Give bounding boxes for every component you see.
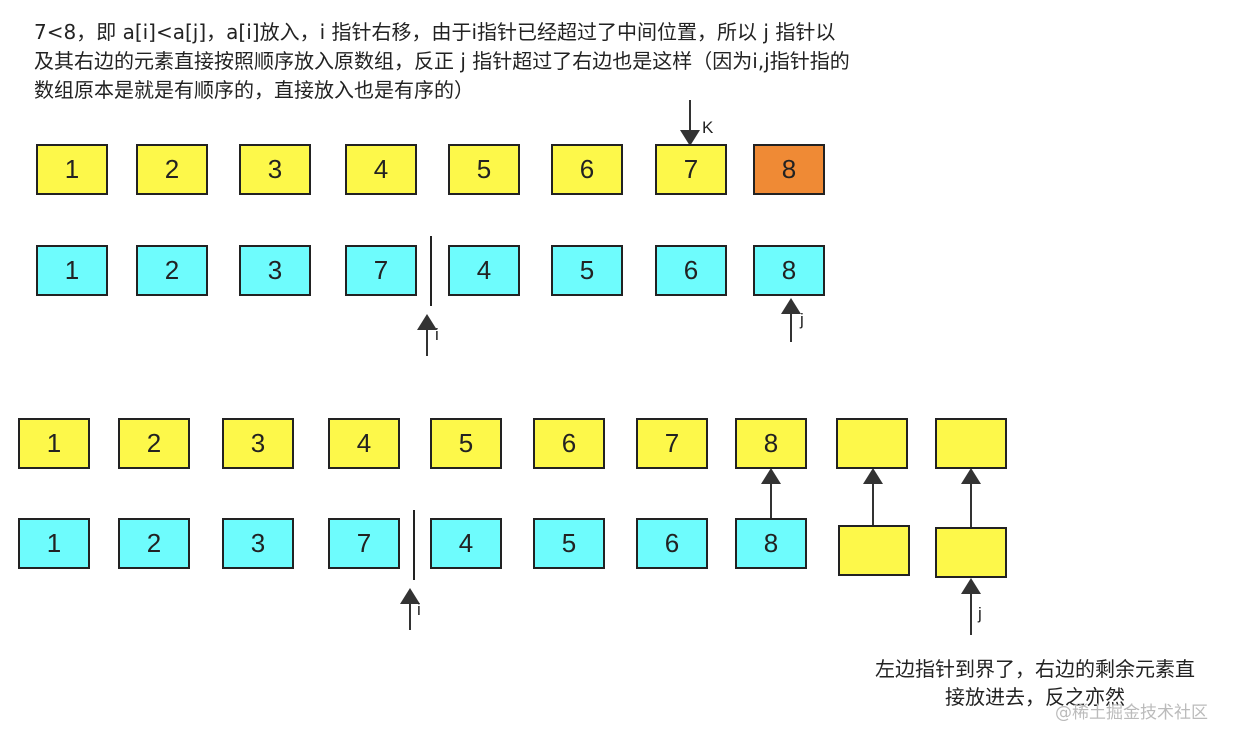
j-label-bottom: j: [978, 604, 982, 623]
source-cell: 5: [533, 518, 605, 569]
merged-cell: 4: [345, 144, 417, 195]
source-cell: 6: [655, 245, 727, 296]
merged-cell: 6: [533, 418, 605, 469]
source-cell: 6: [636, 518, 708, 569]
merged-cell: [935, 418, 1007, 469]
merged-cell: 2: [136, 144, 208, 195]
source-cell: 1: [36, 245, 108, 296]
remaining-cell: [935, 527, 1007, 578]
source-cell: 8: [735, 518, 807, 569]
source-cell: 8: [753, 245, 825, 296]
merged-cell: 8: [735, 418, 807, 469]
merged-cell: 7: [655, 144, 727, 195]
merged-cell: 1: [36, 144, 108, 195]
i-label-bottom: i: [417, 600, 421, 619]
merged-cell: 5: [430, 418, 502, 469]
merged-cell: 7: [636, 418, 708, 469]
merged-cell: 2: [118, 418, 190, 469]
source-cell: 4: [430, 518, 502, 569]
source-cell: 3: [239, 245, 311, 296]
j-label-top: j: [800, 310, 804, 329]
merged-cell: 5: [448, 144, 520, 195]
note-text: 左边指针到界了，右边的剩余元素直接放进去，反之亦然: [875, 657, 1195, 709]
merged-cell: 8: [753, 144, 825, 195]
description-text: 7<8，即 a[i]<a[j]，a[i]放入，i 指针右移，由于i指针已经超过了…: [34, 20, 850, 102]
source-cell: 2: [136, 245, 208, 296]
source-cell: 7: [345, 245, 417, 296]
merged-cell: 4: [328, 418, 400, 469]
merged-cell: 1: [18, 418, 90, 469]
source-cell: 5: [551, 245, 623, 296]
source-cell: 1: [18, 518, 90, 569]
i-label-top: i: [435, 325, 439, 344]
merged-cell: 3: [239, 144, 311, 195]
remaining-cell: [838, 525, 910, 576]
source-cell: 2: [118, 518, 190, 569]
k-label: K: [702, 118, 714, 137]
merged-cell: 6: [551, 144, 623, 195]
merged-cell: 3: [222, 418, 294, 469]
source-cell: 4: [448, 245, 520, 296]
watermark: @稀土掘金技术社区: [1055, 703, 1208, 723]
source-cell: 3: [222, 518, 294, 569]
merged-cell: [836, 418, 908, 469]
source-cell: 7: [328, 518, 400, 569]
